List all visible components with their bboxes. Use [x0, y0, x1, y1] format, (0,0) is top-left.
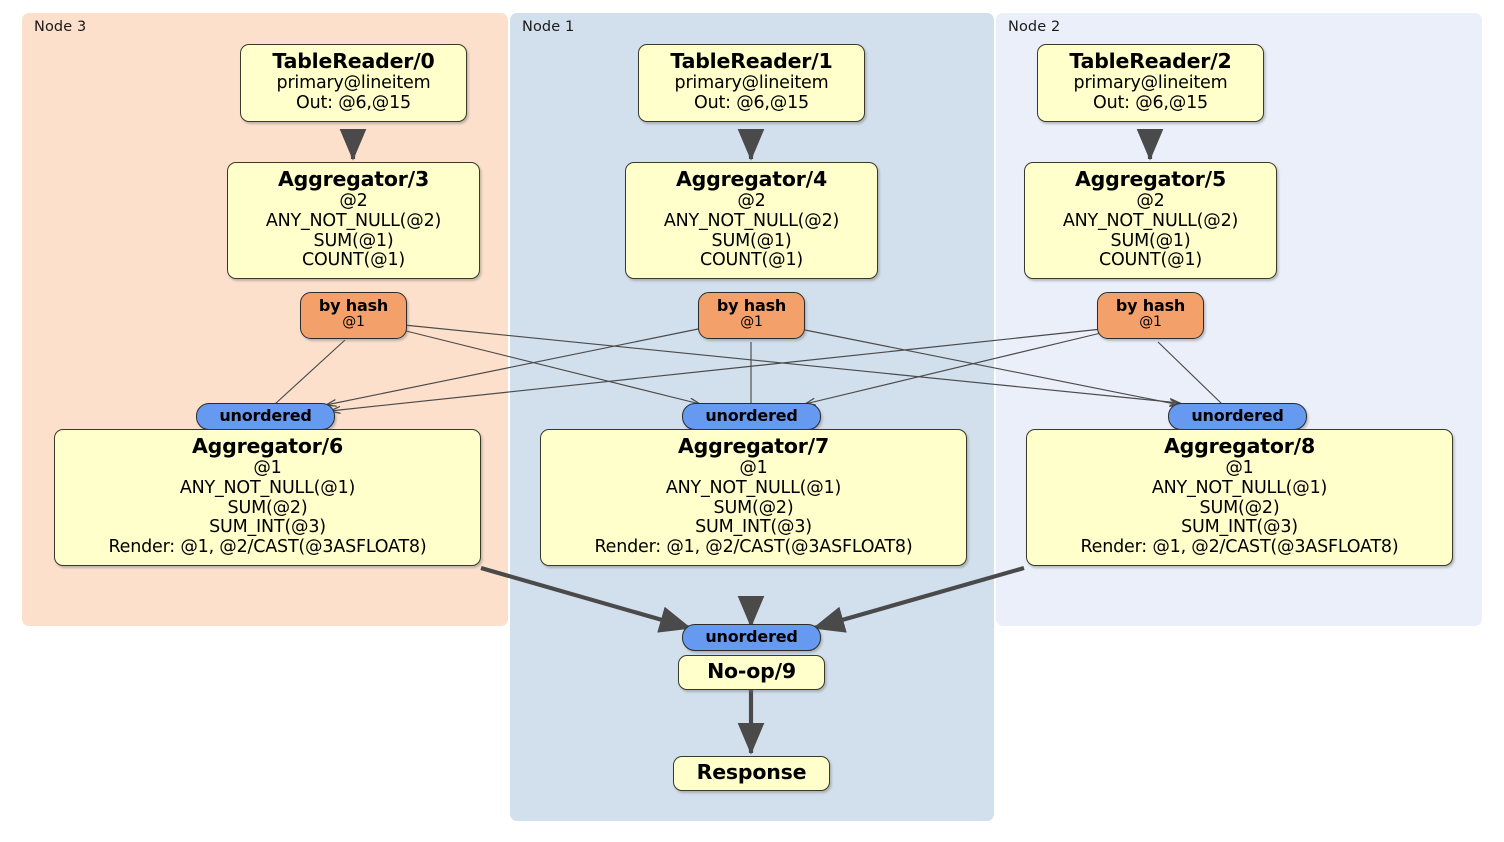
processor-line: Render: @1, @2/CAST(@3ASFLOAT8): [1080, 537, 1399, 558]
processor-line: ANY_NOT_NULL(@2): [1062, 210, 1239, 231]
processor-line: Render: @1, @2/CAST(@3ASFLOAT8): [594, 537, 913, 558]
router-unordered-aggregator-6[interactable]: unordered: [196, 403, 335, 430]
processor-title: Response: [696, 760, 807, 784]
router-kind-label: unordered: [1191, 406, 1284, 425]
processor-aggregator-6[interactable]: Aggregator/6 @1 ANY_NOT_NULL(@1) SUM(@2)…: [54, 429, 481, 566]
router-unordered-noop-9[interactable]: unordered: [682, 624, 821, 651]
processor-aggregator-5[interactable]: Aggregator/5 @2 ANY_NOT_NULL(@2) SUM(@1)…: [1024, 162, 1277, 280]
processor-line: ANY_NOT_NULL(@1): [665, 477, 842, 498]
router-kind-label: unordered: [705, 627, 798, 646]
region-node-2-label: Node 2: [1008, 19, 1061, 35]
processor-line: SUM(@1): [1110, 230, 1191, 251]
processor-line: Render: @1, @2/CAST(@3ASFLOAT8): [108, 537, 427, 558]
router-column-label: @1: [1139, 313, 1162, 330]
processor-line: SUM_INT(@3): [1181, 517, 1298, 538]
processor-aggregator-4[interactable]: Aggregator/4 @2 ANY_NOT_NULL(@2) SUM(@1)…: [625, 162, 878, 280]
processor-line: SUM(@2): [1199, 497, 1280, 518]
router-column-label: @1: [342, 313, 365, 330]
processor-line: @2: [1136, 191, 1165, 212]
router-unordered-aggregator-7[interactable]: unordered: [682, 403, 821, 430]
processor-title: Aggregator/6: [191, 434, 344, 458]
processor-title: Aggregator/4: [675, 167, 828, 191]
processor-line: SUM(@1): [313, 230, 394, 251]
processor-tablereader-0[interactable]: TableReader/0 primary@lineitem Out: @6,@…: [240, 44, 467, 122]
processor-line: primary@lineitem: [1073, 73, 1228, 94]
router-by-hash-aggregator-3[interactable]: by hash @1: [300, 292, 407, 339]
processor-title: TableReader/2: [1069, 49, 1232, 73]
processor-line: Out: @6,@15: [694, 92, 809, 113]
processor-aggregator-3[interactable]: Aggregator/3 @2 ANY_NOT_NULL(@2) SUM(@1)…: [227, 162, 480, 280]
processor-title: TableReader/1: [670, 49, 833, 73]
processor-title: TableReader/0: [272, 49, 435, 73]
processor-line: primary@lineitem: [276, 73, 431, 94]
processor-line: ANY_NOT_NULL(@2): [265, 210, 442, 231]
processor-line: SUM_INT(@3): [209, 517, 326, 538]
processor-title: Aggregator/5: [1074, 167, 1227, 191]
processor-line: SUM(@2): [227, 497, 308, 518]
processor-response[interactable]: Response: [673, 756, 830, 792]
processor-line: primary@lineitem: [674, 73, 829, 94]
processor-aggregator-7[interactable]: Aggregator/7 @1 ANY_NOT_NULL(@1) SUM(@2)…: [540, 429, 967, 566]
processor-title: Aggregator/3: [277, 167, 430, 191]
processor-line: SUM_INT(@3): [695, 517, 812, 538]
processor-line: ANY_NOT_NULL(@1): [1151, 477, 1328, 498]
processor-line: SUM(@1): [711, 230, 792, 251]
processor-line: Out: @6,@15: [296, 92, 411, 113]
router-kind-label: unordered: [705, 406, 798, 425]
processor-line: COUNT(@1): [1098, 250, 1203, 271]
router-by-hash-aggregator-5[interactable]: by hash @1: [1097, 292, 1204, 339]
processor-title: Aggregator/8: [1163, 434, 1316, 458]
region-node-1-label: Node 1: [522, 19, 575, 35]
processor-line: SUM(@2): [713, 497, 794, 518]
processor-tablereader-2[interactable]: TableReader/2 primary@lineitem Out: @6,@…: [1037, 44, 1264, 122]
processor-aggregator-8[interactable]: Aggregator/8 @1 ANY_NOT_NULL(@1) SUM(@2)…: [1026, 429, 1453, 566]
processor-line: ANY_NOT_NULL(@2): [663, 210, 840, 231]
processor-line: COUNT(@1): [301, 250, 406, 271]
processor-line: Out: @6,@15: [1093, 92, 1208, 113]
processor-line: ANY_NOT_NULL(@1): [179, 477, 356, 498]
router-by-hash-aggregator-4[interactable]: by hash @1: [698, 292, 805, 339]
router-kind-label: by hash: [318, 296, 389, 315]
processor-line: @1: [739, 458, 768, 479]
processor-title: No-op/9: [707, 659, 796, 683]
router-kind-label: by hash: [716, 296, 787, 315]
region-node-3-label: Node 3: [34, 19, 87, 35]
processor-line: @1: [253, 458, 282, 479]
processor-title: Aggregator/7: [677, 434, 830, 458]
router-kind-label: by hash: [1115, 296, 1186, 315]
processor-line: @2: [339, 191, 368, 212]
router-unordered-aggregator-8[interactable]: unordered: [1168, 403, 1307, 430]
processor-tablereader-1[interactable]: TableReader/1 primary@lineitem Out: @6,@…: [638, 44, 865, 122]
processor-noop-9[interactable]: No-op/9: [678, 655, 825, 691]
router-kind-label: unordered: [219, 406, 312, 425]
processor-line: COUNT(@1): [699, 250, 804, 271]
processor-line: @1: [1225, 458, 1254, 479]
processor-line: @2: [737, 191, 766, 212]
router-column-label: @1: [740, 313, 763, 330]
